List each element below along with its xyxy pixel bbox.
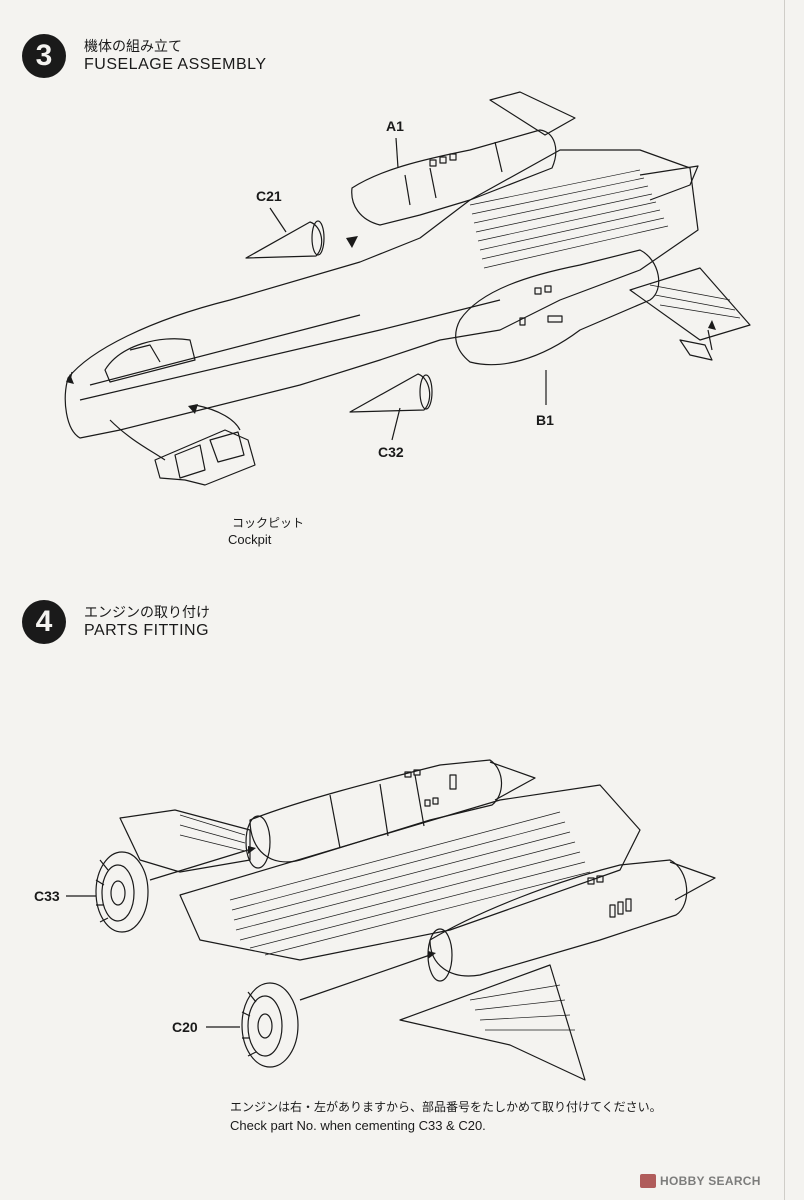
upper-nacelle — [351, 129, 557, 226]
step-3-title-jp: 機体の組み立て — [84, 39, 182, 55]
leader-c32 — [391, 407, 401, 441]
fitting-note-jp: エンジンは右・左がありますから、部品番号をたしかめて取り付けてください。 — [230, 1100, 662, 1114]
cone-c32 — [349, 373, 431, 413]
lower-nacelle — [455, 249, 660, 366]
fuselage-outline — [64, 149, 699, 439]
page-edge — [784, 0, 785, 1200]
arrow-cockpit-2 — [194, 404, 241, 431]
hobby-search-logo-icon — [640, 1174, 656, 1188]
leader-c21 — [269, 207, 287, 233]
step-4-number: 4 — [22, 600, 66, 644]
watermark-text: HOBBY SEARCH — [660, 1174, 761, 1188]
part-label-c21: C21 — [256, 188, 282, 204]
part-label-a1: A1 — [386, 118, 404, 134]
step-3-number: 3 — [22, 34, 66, 78]
part-label-c32: C32 — [378, 444, 404, 460]
canopy — [104, 338, 196, 383]
step-3-title-en: FUSELAGE ASSEMBLY — [84, 56, 267, 73]
fitting-note-en: Check part No. when cementing C33 & C20. — [230, 1118, 486, 1133]
cockpit-label-en: Cockpit — [228, 532, 272, 547]
leader-a1 — [395, 137, 399, 169]
watermark: HOBBY SEARCH — [640, 1174, 761, 1188]
part-label-b1: B1 — [536, 412, 554, 428]
arrow-cockpit-1 — [109, 419, 166, 461]
cockpit-part — [154, 429, 256, 486]
step-4-title-en: PARTS FITTING — [84, 622, 210, 639]
step-4-title-jp: エンジンの取り付け — [84, 605, 210, 621]
cockpit-label-jp: コックピット — [232, 516, 305, 530]
nose-cone-c21 — [245, 221, 323, 259]
part-label-c20: C20 — [172, 1019, 198, 1035]
part-label-c33: C33 — [34, 888, 60, 904]
